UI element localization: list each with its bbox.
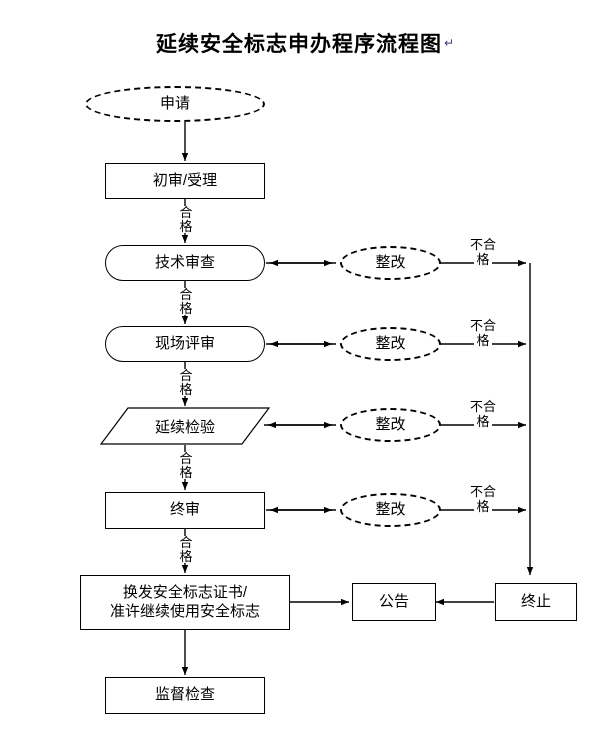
node-rectify-2-label: 整改 [375, 334, 406, 352]
node-rectify-1-label: 整改 [375, 253, 406, 271]
edge-label-fail-2-line2: 格 [474, 334, 492, 348]
node-terminate[interactable]: 终止 [495, 583, 577, 621]
node-issue-certificate[interactable]: 换发安全标志证书/ 准许继续使用安全标志 [80, 575, 290, 630]
node-supervision-inspection-label: 监督检查 [154, 686, 215, 704]
edge-label-pass-1: 合格 [177, 206, 195, 234]
node-issue-certificate-label-line1: 换发安全标志证书/ [122, 583, 248, 601]
node-technical-review[interactable]: 技术审查 [105, 245, 265, 281]
node-renewal-inspection[interactable]: 延续检验 [99, 407, 271, 445]
node-public-notice[interactable]: 公告 [352, 583, 436, 621]
edge-label-pass-4: 合格 [177, 452, 195, 480]
node-technical-review-label: 技术审查 [154, 253, 215, 271]
node-final-review-label: 终审 [169, 501, 200, 519]
parallelogram-shape [99, 407, 271, 445]
node-supervision-inspection[interactable]: 监督检查 [105, 677, 265, 714]
edge-label-fail-3-line2: 格 [474, 415, 492, 429]
node-final-review[interactable]: 终审 [105, 492, 265, 529]
edge-label-fail-1-line1: 不合 [465, 238, 501, 252]
node-rectify-4[interactable]: 整改 [340, 493, 441, 527]
edge-label-fail-2-line1: 不合 [465, 319, 501, 333]
node-issue-certificate-label-line2: 准许继续使用安全标志 [109, 602, 260, 620]
node-rectify-3[interactable]: 整改 [340, 408, 441, 442]
node-renewal-inspection-label: 延续检验 [154, 418, 215, 436]
node-public-notice-label: 公告 [378, 592, 409, 610]
node-onsite-review-label: 现场评审 [154, 334, 215, 352]
edge-label-pass-3: 合格 [177, 369, 195, 397]
edge-label-fail-1-line2: 格 [474, 253, 492, 267]
edge-label-pass-2: 合格 [177, 288, 195, 316]
edge-label-fail-3-line1: 不合 [465, 400, 501, 414]
node-apply-label: 申请 [159, 94, 190, 112]
node-apply[interactable]: 申请 [85, 86, 265, 122]
node-rectify-4-label: 整改 [375, 500, 406, 518]
paragraph-mark-icon: ↵ [443, 36, 456, 50]
edge-label-pass-5: 合格 [177, 536, 195, 564]
edge-label-fail-4-line2: 格 [474, 500, 492, 514]
page-title: 延续安全标志申办程序流程图↵ [0, 28, 611, 58]
node-onsite-review[interactable]: 现场评审 [105, 326, 265, 362]
page-title-text: 延续安全标志申办程序流程图 [155, 33, 442, 56]
node-initial-review[interactable]: 初审/受理 [105, 163, 265, 199]
node-initial-review-label: 初审/受理 [152, 171, 218, 189]
node-terminate-label: 终止 [520, 592, 551, 610]
node-rectify-1[interactable]: 整改 [340, 246, 441, 280]
node-rectify-3-label: 整改 [375, 415, 406, 433]
edge-label-fail-4-line1: 不合 [465, 485, 501, 499]
node-rectify-2[interactable]: 整改 [340, 327, 441, 361]
